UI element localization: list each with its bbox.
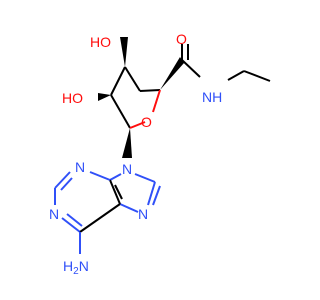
carbonyl-oxygen-label: O [176, 31, 187, 47]
bond-n1-c6-inner [66, 213, 83, 227]
amine-nh2-label: H2N [63, 258, 89, 277]
hydroxyl-left-label: HO [62, 90, 83, 106]
bond-c3-c4 [110, 66, 126, 96]
bond-c4-c5-inner [114, 184, 123, 200]
bond-c3-c2 [124, 66, 141, 92]
wedge-c4-oh [98, 93, 111, 101]
amide-nh-label: NH [202, 89, 222, 105]
wedge-c3-oh [120, 37, 128, 67]
n7-label: N [138, 206, 148, 222]
bond-c1-oring [152, 89, 161, 113]
molecule-diagram: HO HO O O NH N N N N H2N [49, 31, 271, 277]
n1-label: N [49, 206, 59, 222]
bond-n9-c8 [134, 173, 156, 183]
bond-carbonyl-c-n [181, 59, 201, 78]
wedge-c5-n9 [122, 128, 132, 158]
bond-n9-c4 [109, 173, 122, 181]
bond-c8-n7-1 [147, 181, 156, 206]
bond-c5-oring [129, 121, 146, 129]
molecule-structure: HO HO O O NH N N N N H2N [49, 31, 271, 277]
bond-c4-c5 [110, 94, 131, 129]
amine-subscript-2: 2 [73, 266, 79, 277]
n9-label: N [122, 161, 132, 177]
bond-c4-c5 [109, 179, 121, 205]
bond-n3-c2-inner [60, 177, 73, 191]
bond-n7-c5 [119, 203, 139, 213]
bond-c2-c1 [139, 89, 161, 92]
bond-c8-n7-2 [152, 185, 161, 206]
bond-ethyl-cc [243, 70, 271, 82]
bond-n1-c6 [61, 217, 81, 233]
bond-n-ethyl [227, 70, 245, 81]
bond-c4-n3 [89, 171, 111, 181]
hydroxyl-top-label: HO [90, 34, 111, 50]
bond-n3-c2 [54, 171, 71, 189]
wedge-c1-carbonyl [160, 57, 184, 90]
ring-oxygen-label: O [141, 114, 152, 130]
bond-c6-c5 [79, 203, 121, 233]
n3-label: N [75, 159, 85, 175]
